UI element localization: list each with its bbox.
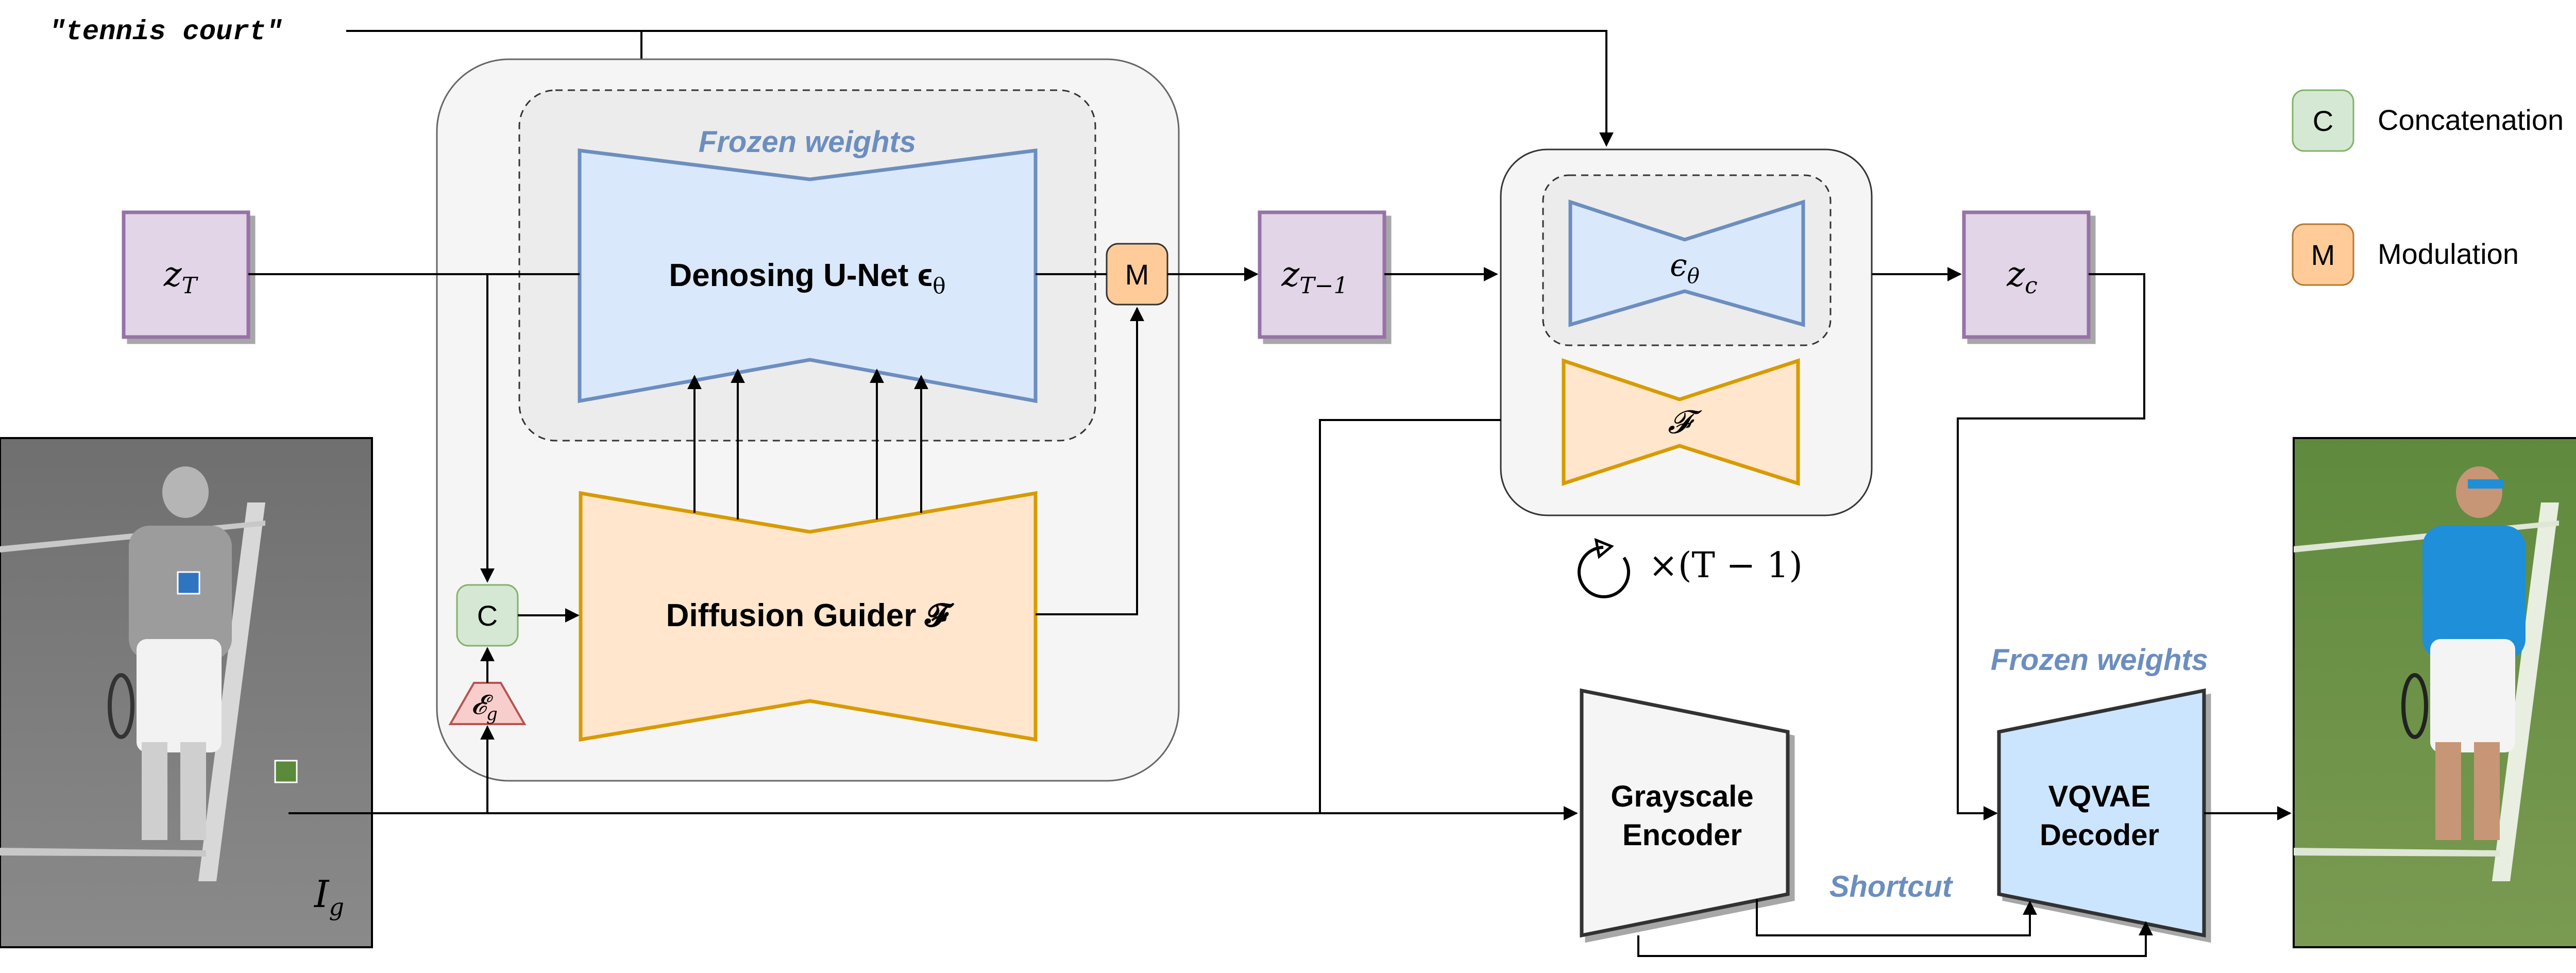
input-image-label: Ig bbox=[313, 873, 344, 921]
loop-guider-block[interactable] bbox=[1562, 358, 1800, 486]
grayscale-encoder-label-line1: Grayscale bbox=[1611, 780, 1753, 813]
frozen-weights-label-right: Frozen weights bbox=[1991, 643, 2208, 677]
z-T-minus-1-label: zT−1 bbox=[1281, 255, 1348, 299]
refresh-icon bbox=[1578, 538, 1630, 598]
z-c-latent[interactable] bbox=[1962, 210, 2091, 339]
vqvae-decoder-block[interactable] bbox=[1997, 688, 2206, 938]
grayscale-encoder-label-line2: Encoder bbox=[1622, 818, 1742, 852]
vqvae-decoder-label-line2: Decoder bbox=[2040, 818, 2159, 852]
legend-concat-letter: C bbox=[2313, 105, 2333, 137]
shortcut-label: Shortcut bbox=[1829, 870, 1954, 903]
modulation-letter: M bbox=[1125, 258, 1149, 291]
z-T-minus-1-latent[interactable] bbox=[1258, 210, 1386, 339]
prompt-wire-to-loop bbox=[346, 30, 1614, 147]
output-color-image: Ic bbox=[2293, 437, 2576, 948]
unet-block[interactable] bbox=[578, 148, 1038, 404]
shortcut-wire-2 bbox=[1637, 921, 2153, 957]
loop-unet-label: ϵθ bbox=[1670, 247, 1700, 288]
input-grayscale-image: Ig bbox=[0, 437, 373, 948]
grayscale-encoder-eg[interactable] bbox=[448, 682, 527, 725]
legend-mod-label: Modulation bbox=[2378, 238, 2519, 270]
image-to-loop-wire bbox=[1319, 419, 1501, 813]
diffusion-guider-block[interactable] bbox=[579, 491, 1038, 742]
concat-letter: C bbox=[477, 599, 498, 632]
vqvae-decoder-label-line1: VQVAE bbox=[2048, 780, 2151, 813]
sample-patch-blue bbox=[177, 571, 200, 595]
guider-label: Diffusion Guider 𝓕 bbox=[666, 598, 955, 633]
zc-to-decoder-wire bbox=[1957, 273, 2145, 820]
loop-unet-block[interactable] bbox=[1568, 199, 1805, 327]
guider-to-mod-wire bbox=[1036, 307, 1144, 615]
z-c-label: zc bbox=[2006, 255, 2037, 299]
legend-mod-letter: M bbox=[2311, 239, 2335, 271]
frozen-weights-label-top: Frozen weights bbox=[699, 125, 916, 159]
z-T-latent[interactable] bbox=[122, 210, 250, 339]
loop-count-label: ×(T − 1) bbox=[1649, 545, 1803, 586]
unet-label: Denosing U-Net ϵθ bbox=[669, 258, 945, 298]
z-T-label: zT bbox=[163, 255, 199, 299]
grayscale-encoder-block[interactable] bbox=[1580, 688, 1790, 938]
sample-patch-green bbox=[274, 760, 298, 783]
legend-mod-swatch bbox=[2292, 223, 2354, 286]
shortcut-wire-1 bbox=[1756, 899, 2037, 936]
legend: C Concatenation M Modulation bbox=[2292, 89, 2564, 286]
prompt-text: "tennis court" bbox=[49, 16, 283, 48]
legend-concat-swatch bbox=[2292, 89, 2354, 152]
legend-concat-label: Concatenation bbox=[2378, 104, 2564, 136]
